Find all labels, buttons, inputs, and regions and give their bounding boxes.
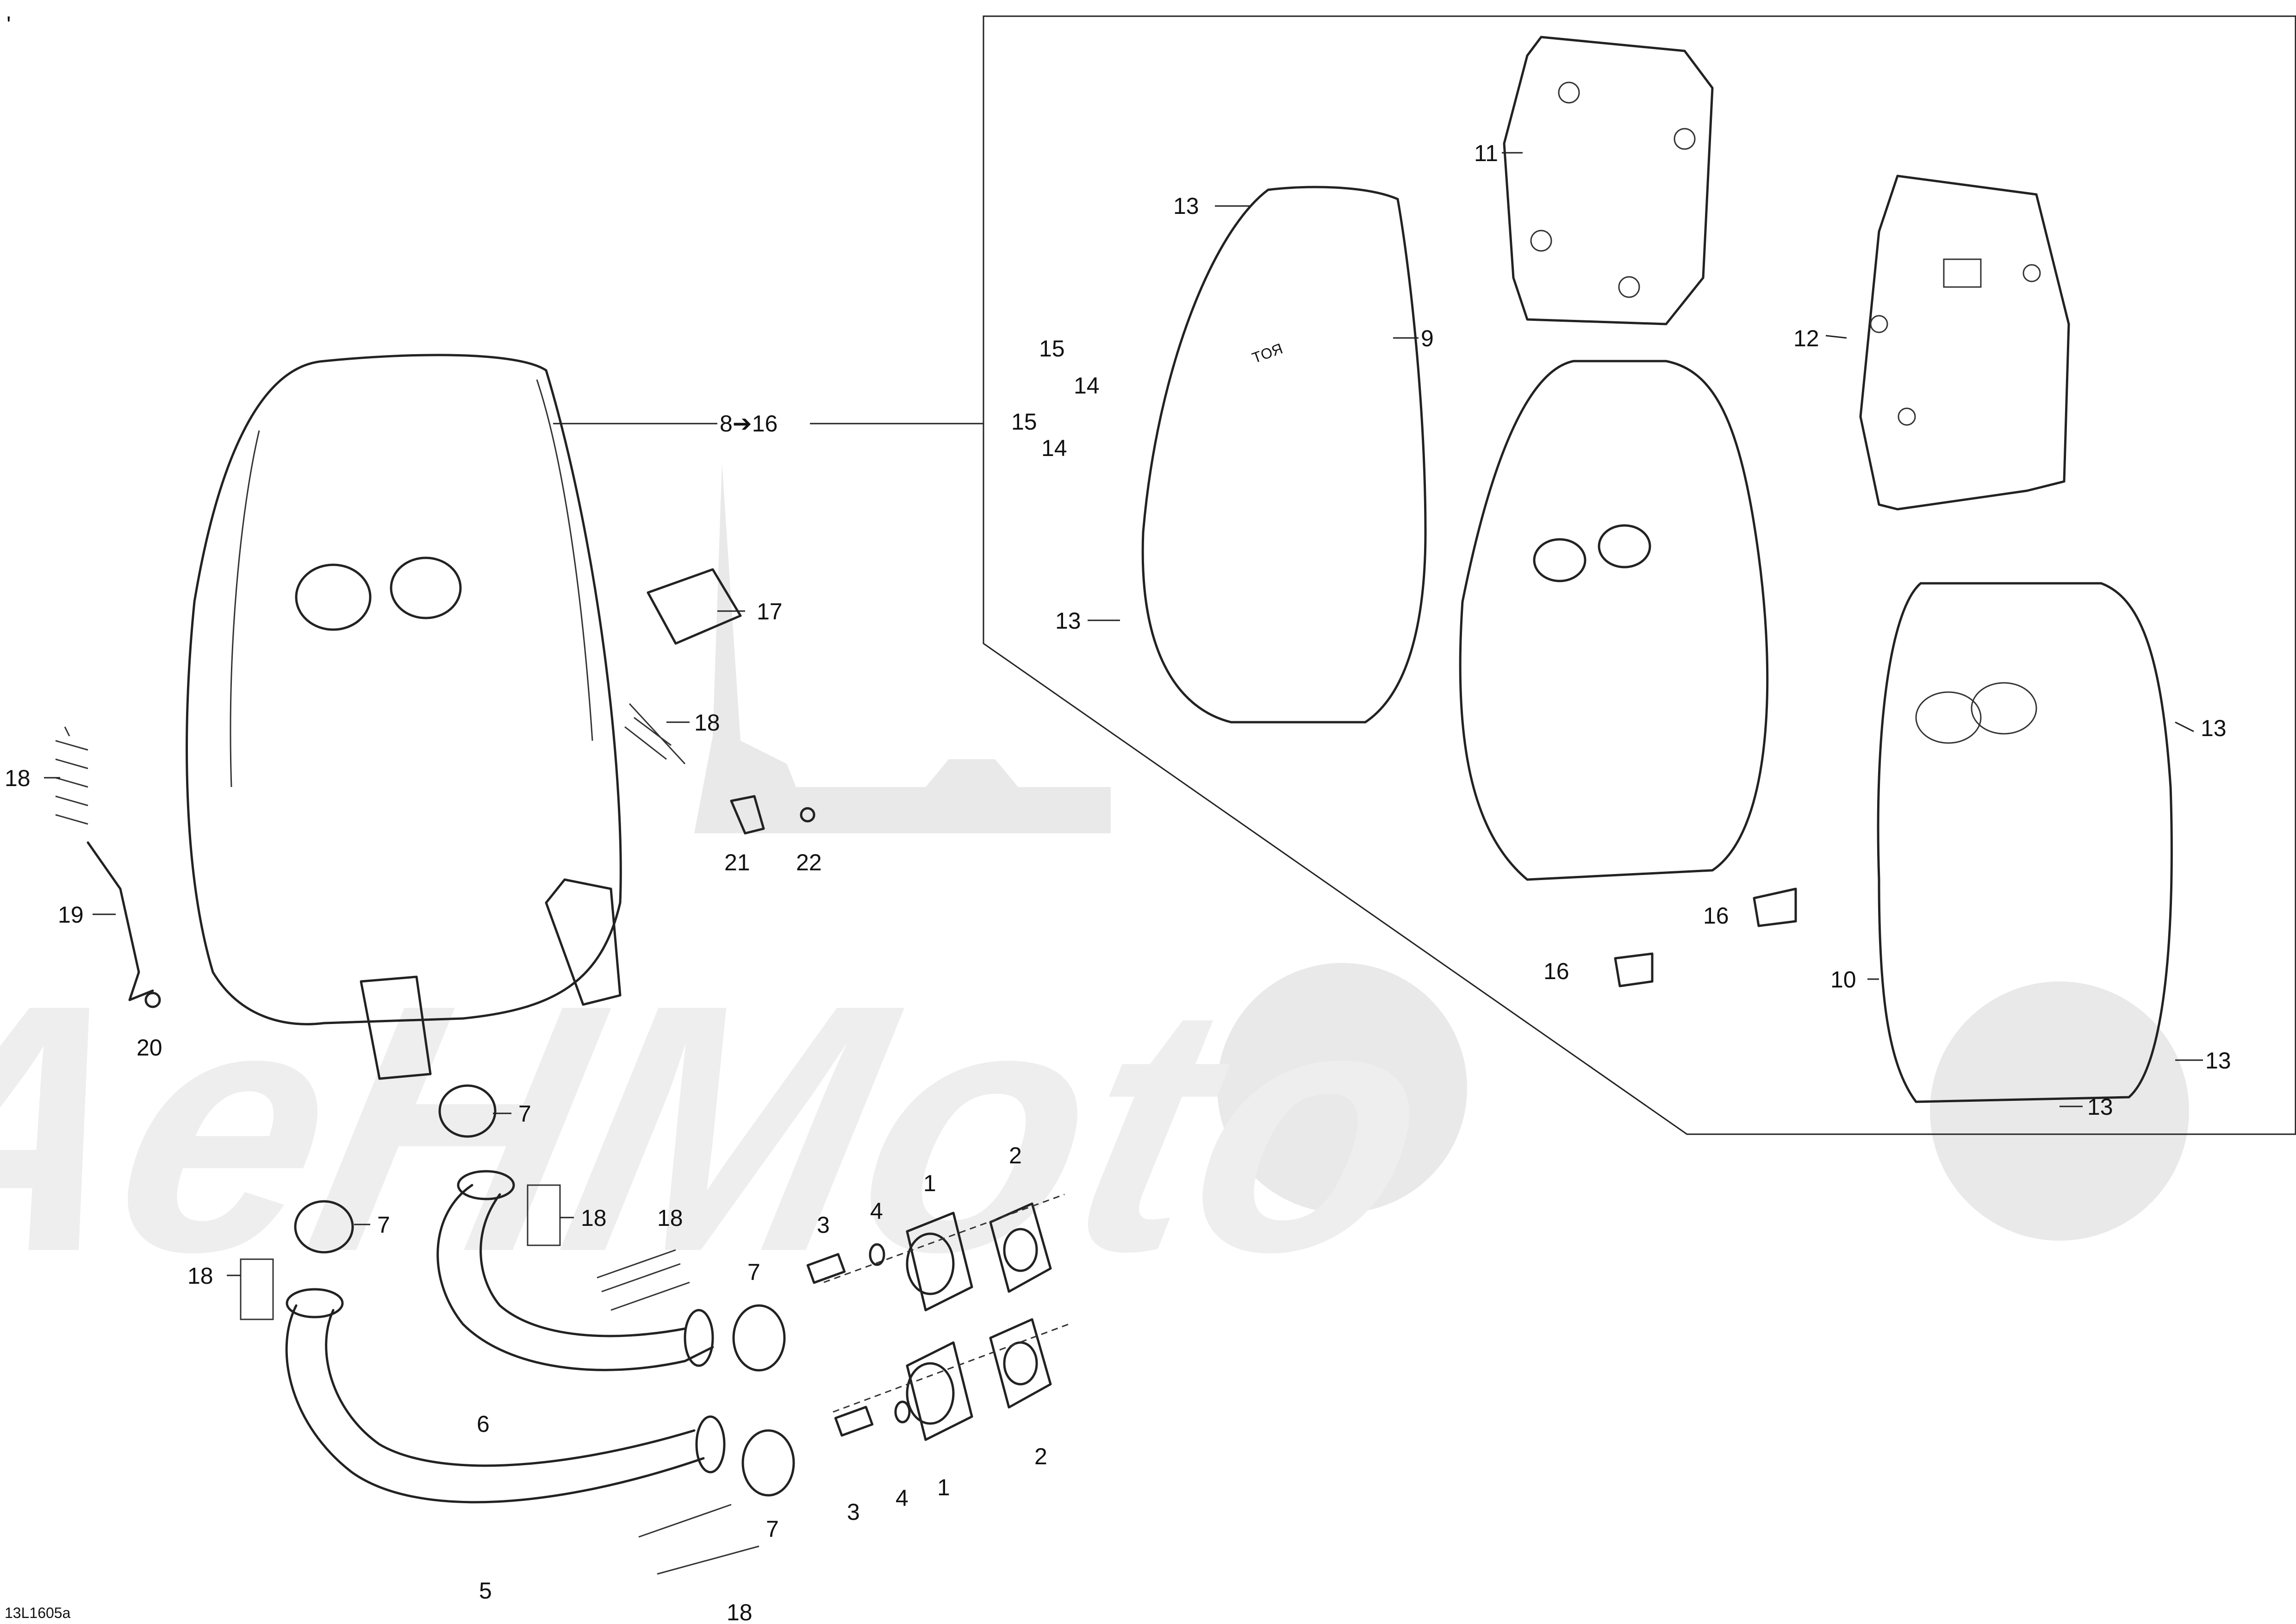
muffler-body-detail [1459,360,1769,881]
callout-13b: 13 [1055,608,1081,634]
flanges-gaskets [823,1193,1070,1441]
callout-14b: 14 [1041,435,1067,461]
callout-18d: 18 [657,1205,683,1231]
callout-5: 5 [479,1578,492,1604]
callout-15b: 15 [1011,409,1037,435]
callout-7b: 7 [377,1212,390,1238]
callout-2b: 2 [1034,1443,1047,1469]
callout-3a: 3 [817,1212,830,1238]
callout-18a: 18 [694,710,720,736]
callout-9: 9 [1421,325,1434,351]
watermark-text: AeHMoto [0,931,1461,1324]
callout-labels: 8➔16 9 10 11 12 13 13 13 13 13 14 14 15 … [5,140,2231,1624]
muffler-assembly [186,354,622,1080]
exhaust-pipe-6 [436,1170,714,1371]
callout-12: 12 [1793,325,1819,351]
callout-22: 22 [796,849,822,875]
watermark: AeHMoto [0,463,2189,1324]
callout-3b: 3 [847,1499,860,1525]
callout-16b: 16 [1543,958,1569,984]
callout-1a: 1 [923,1170,936,1196]
small-parts [87,568,815,1008]
bumpers-16 [1614,887,1797,987]
corner-mark: ' [6,12,11,37]
callout-4b: 4 [896,1485,908,1511]
callout-18b: 18 [5,765,31,791]
callout-2a: 2 [1009,1143,1022,1168]
callout-8-16: 8➔16 [720,411,778,437]
callout-13d: 13 [2205,1048,2231,1074]
callout-18f: 18 [727,1599,753,1624]
exhaust-pipe-5 [285,1288,726,1504]
callout-16a: 16 [1703,903,1729,929]
callout-6: 6 [477,1411,490,1437]
springs-18 [55,703,759,1575]
leader-lines [44,152,2203,1276]
muffler-cover-10 [1877,582,2173,1103]
heat-shield-12 [1859,175,2070,511]
callout-1b: 1 [937,1474,950,1500]
callout-7c: 7 [747,1259,760,1285]
svg-text:ROT: ROT [1250,340,1285,366]
heat-shield-11 [1503,36,1714,325]
callout-20: 20 [137,1035,162,1061]
clamps-7 [294,1084,795,1497]
callout-18e: 18 [187,1263,213,1289]
callout-19: 19 [58,902,84,928]
callout-18c: 18 [581,1205,607,1231]
bolts-washers [806,1243,911,1437]
callout-4a: 4 [870,1198,883,1224]
callout-14a: 14 [1074,373,1100,399]
callout-7a: 7 [518,1101,531,1127]
callout-17: 17 [757,599,783,625]
callout-11: 11 [1474,140,1498,166]
drawing-code: 13L1605a [5,1605,71,1621]
callout-13e: 13 [2087,1094,2113,1120]
muffler-cover-9: ROT [1141,186,1427,724]
callout-21: 21 [724,849,750,875]
callout-7d: 7 [766,1516,779,1542]
callout-10: 10 [1830,967,1856,993]
callout-15a: 15 [1039,336,1065,362]
callout-13a: 13 [1173,193,1199,219]
callout-13c: 13 [2201,715,2227,741]
detail-callout-box [983,15,2296,1135]
